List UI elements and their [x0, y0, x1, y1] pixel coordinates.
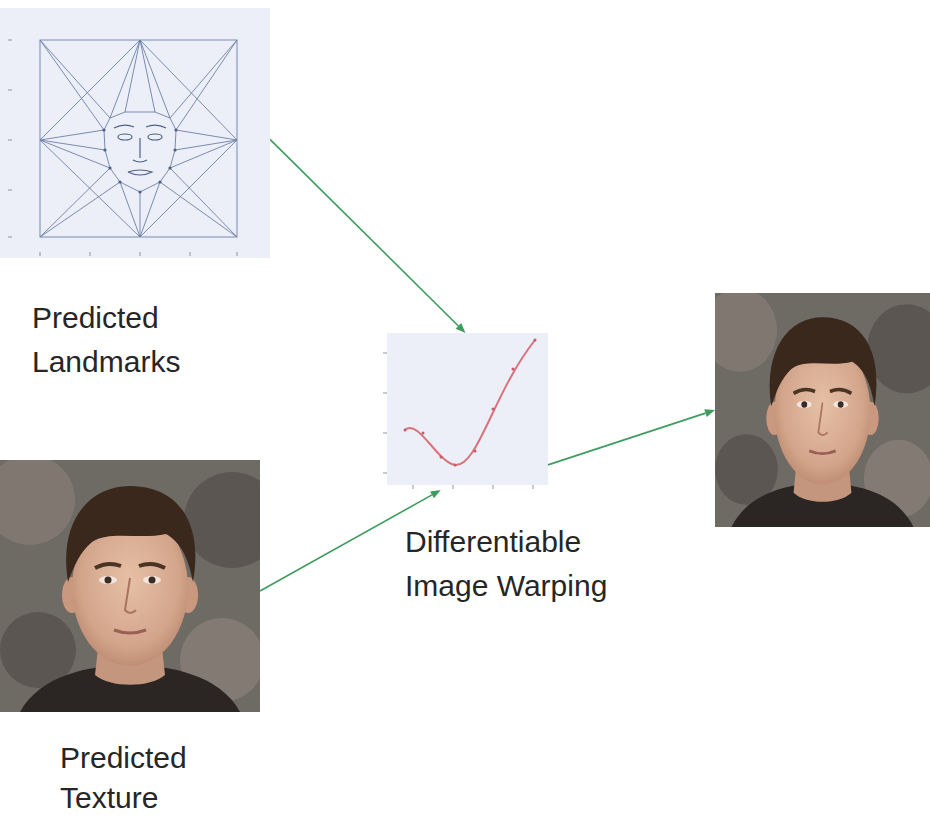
caption-text: Predicted Texture — [60, 738, 260, 818]
landmarks-image: Predicted Landmarks — [0, 0, 270, 258]
warping-plot: Differentiable Image Warping — [383, 333, 548, 490]
arrow-head — [456, 323, 466, 333]
caption-block: Predicted Texture — [60, 738, 260, 818]
flow-arrow — [270, 139, 458, 326]
caption-block: Predicted Landmarks — [32, 296, 242, 384]
texture-image: Predicted Texture — [0, 460, 260, 712]
output-face-photo — [715, 293, 930, 527]
landmark-mesh-plot — [0, 0, 272, 262]
output-image — [715, 293, 930, 527]
arrow-head — [430, 490, 441, 498]
warping-curve-plot — [383, 333, 550, 491]
flow-arrow — [548, 413, 705, 465]
arrow-head — [704, 409, 715, 417]
texture-face-photo — [0, 460, 260, 712]
caption-text: Differentiable Image Warping — [405, 520, 635, 608]
caption-block: Differentiable Image Warping — [405, 520, 635, 608]
caption-text: Predicted Landmarks — [32, 296, 242, 384]
